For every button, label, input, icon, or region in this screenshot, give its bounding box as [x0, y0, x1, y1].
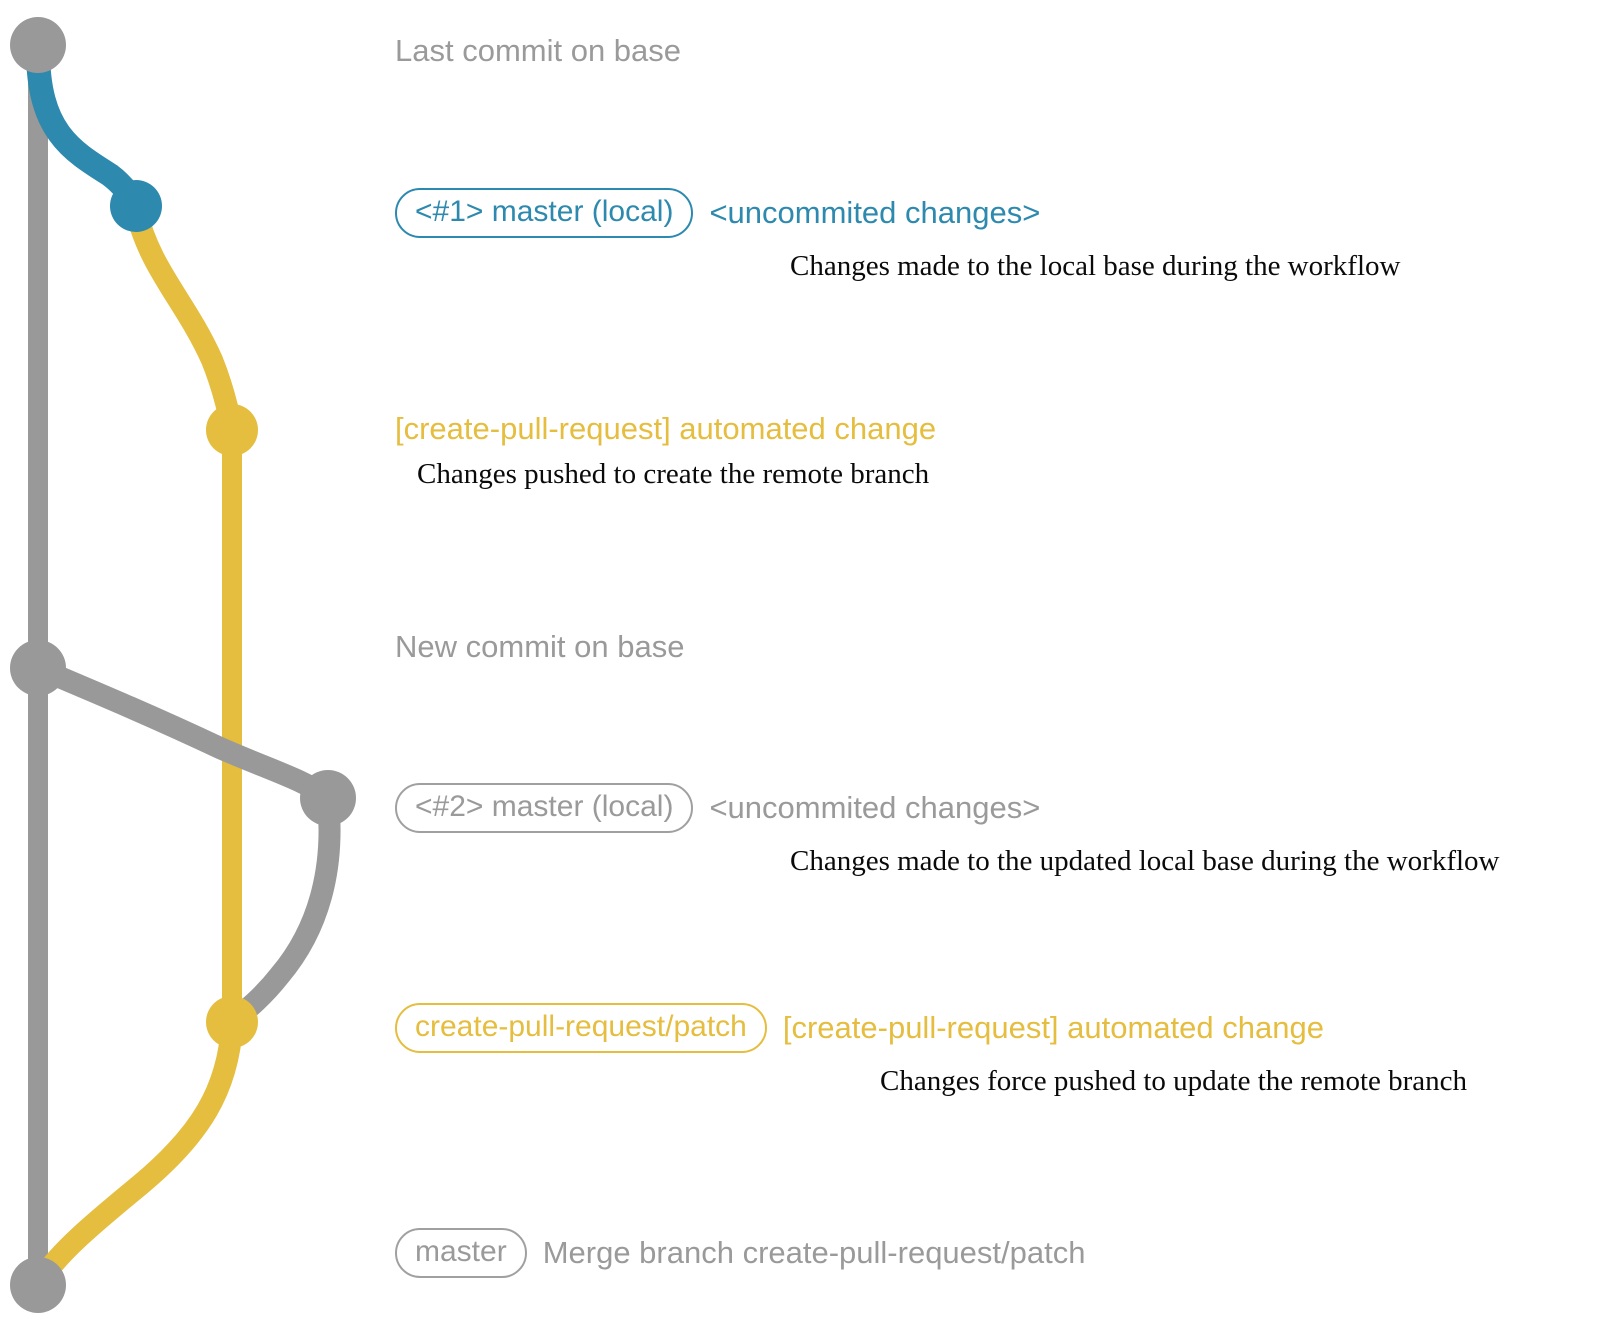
gray-branch-to-local2-line: [27, 657, 339, 809]
commit-node-local-2[interactable]: [300, 770, 356, 826]
headline-uncommited-changes-1: <uncommited changes>: [709, 194, 1041, 230]
row-head: <#1> master (local) <uncommited changes>: [395, 188, 1400, 238]
headline-automated-change-1: [create-pull-request] automated change: [395, 411, 937, 446]
headline-uncommited-changes-2: <uncommited changes>: [709, 789, 1041, 825]
commit-node-base-head[interactable]: [10, 17, 66, 73]
row-last-commit-on-base: Last commit on base: [395, 33, 682, 68]
commit-node-patch-1[interactable]: [206, 404, 258, 456]
blue-branch-line: [26, 38, 148, 218]
yellow-branch-upper-line: [125, 199, 243, 441]
headline-new-commit-on-base: New commit on base: [395, 629, 685, 664]
row-head: New commit on base: [395, 629, 685, 664]
row-head: create-pull-request/patch [create-pull-r…: [395, 1003, 1467, 1053]
yellow-branch-to-merge-line: [27, 1014, 243, 1296]
row-head: <#2> master (local) <uncommited changes>: [395, 783, 1500, 833]
gray-branch-to-patch2-line: [221, 789, 341, 1033]
row-master-local-1: <#1> master (local) <uncommited changes>…: [395, 188, 1400, 283]
row-merge-commit: master Merge branch create-pull-request/…: [395, 1228, 1085, 1278]
description-local-changes-1: Changes made to the local base during th…: [790, 249, 1401, 282]
row-automated-change-2: create-pull-request/patch [create-pull-r…: [395, 1003, 1467, 1098]
row-head: master Merge branch create-pull-request/…: [395, 1228, 1085, 1278]
description-force-pushed-remote-branch: Changes force pushed to update the remot…: [880, 1064, 1468, 1097]
description-pushed-remote-branch: Changes pushed to create the remote bran…: [417, 458, 930, 491]
commit-node-base-new[interactable]: [10, 640, 66, 696]
commit-node-patch-2[interactable]: [206, 996, 258, 1048]
row-head: [create-pull-request] automated change: [395, 411, 937, 446]
row-head: Last commit on base: [395, 33, 682, 68]
row-automated-change-1: [create-pull-request] automated change C…: [395, 411, 937, 491]
description-local-changes-2: Changes made to the updated local base d…: [790, 844, 1500, 877]
headline-automated-change-2: [create-pull-request] automated change: [782, 1009, 1324, 1045]
branch-graph-svg: [10, 17, 356, 1313]
badge-master-local-1[interactable]: <#1> master (local): [395, 188, 694, 238]
row-master-local-2: <#2> master (local) <uncommited changes>…: [395, 783, 1500, 878]
headline-merge-branch: Merge branch create-pull-request/patch: [542, 1234, 1086, 1270]
badge-create-pull-request-patch[interactable]: create-pull-request/patch: [395, 1003, 767, 1053]
badge-master-local-2[interactable]: <#2> master (local): [395, 783, 694, 833]
badge-master[interactable]: master: [395, 1228, 527, 1278]
row-new-commit-on-base: New commit on base: [395, 629, 685, 664]
commit-node-merge[interactable]: [10, 1257, 66, 1313]
headline-last-commit-on-base: Last commit on base: [395, 33, 682, 68]
commit-node-local-1[interactable]: [110, 180, 162, 232]
